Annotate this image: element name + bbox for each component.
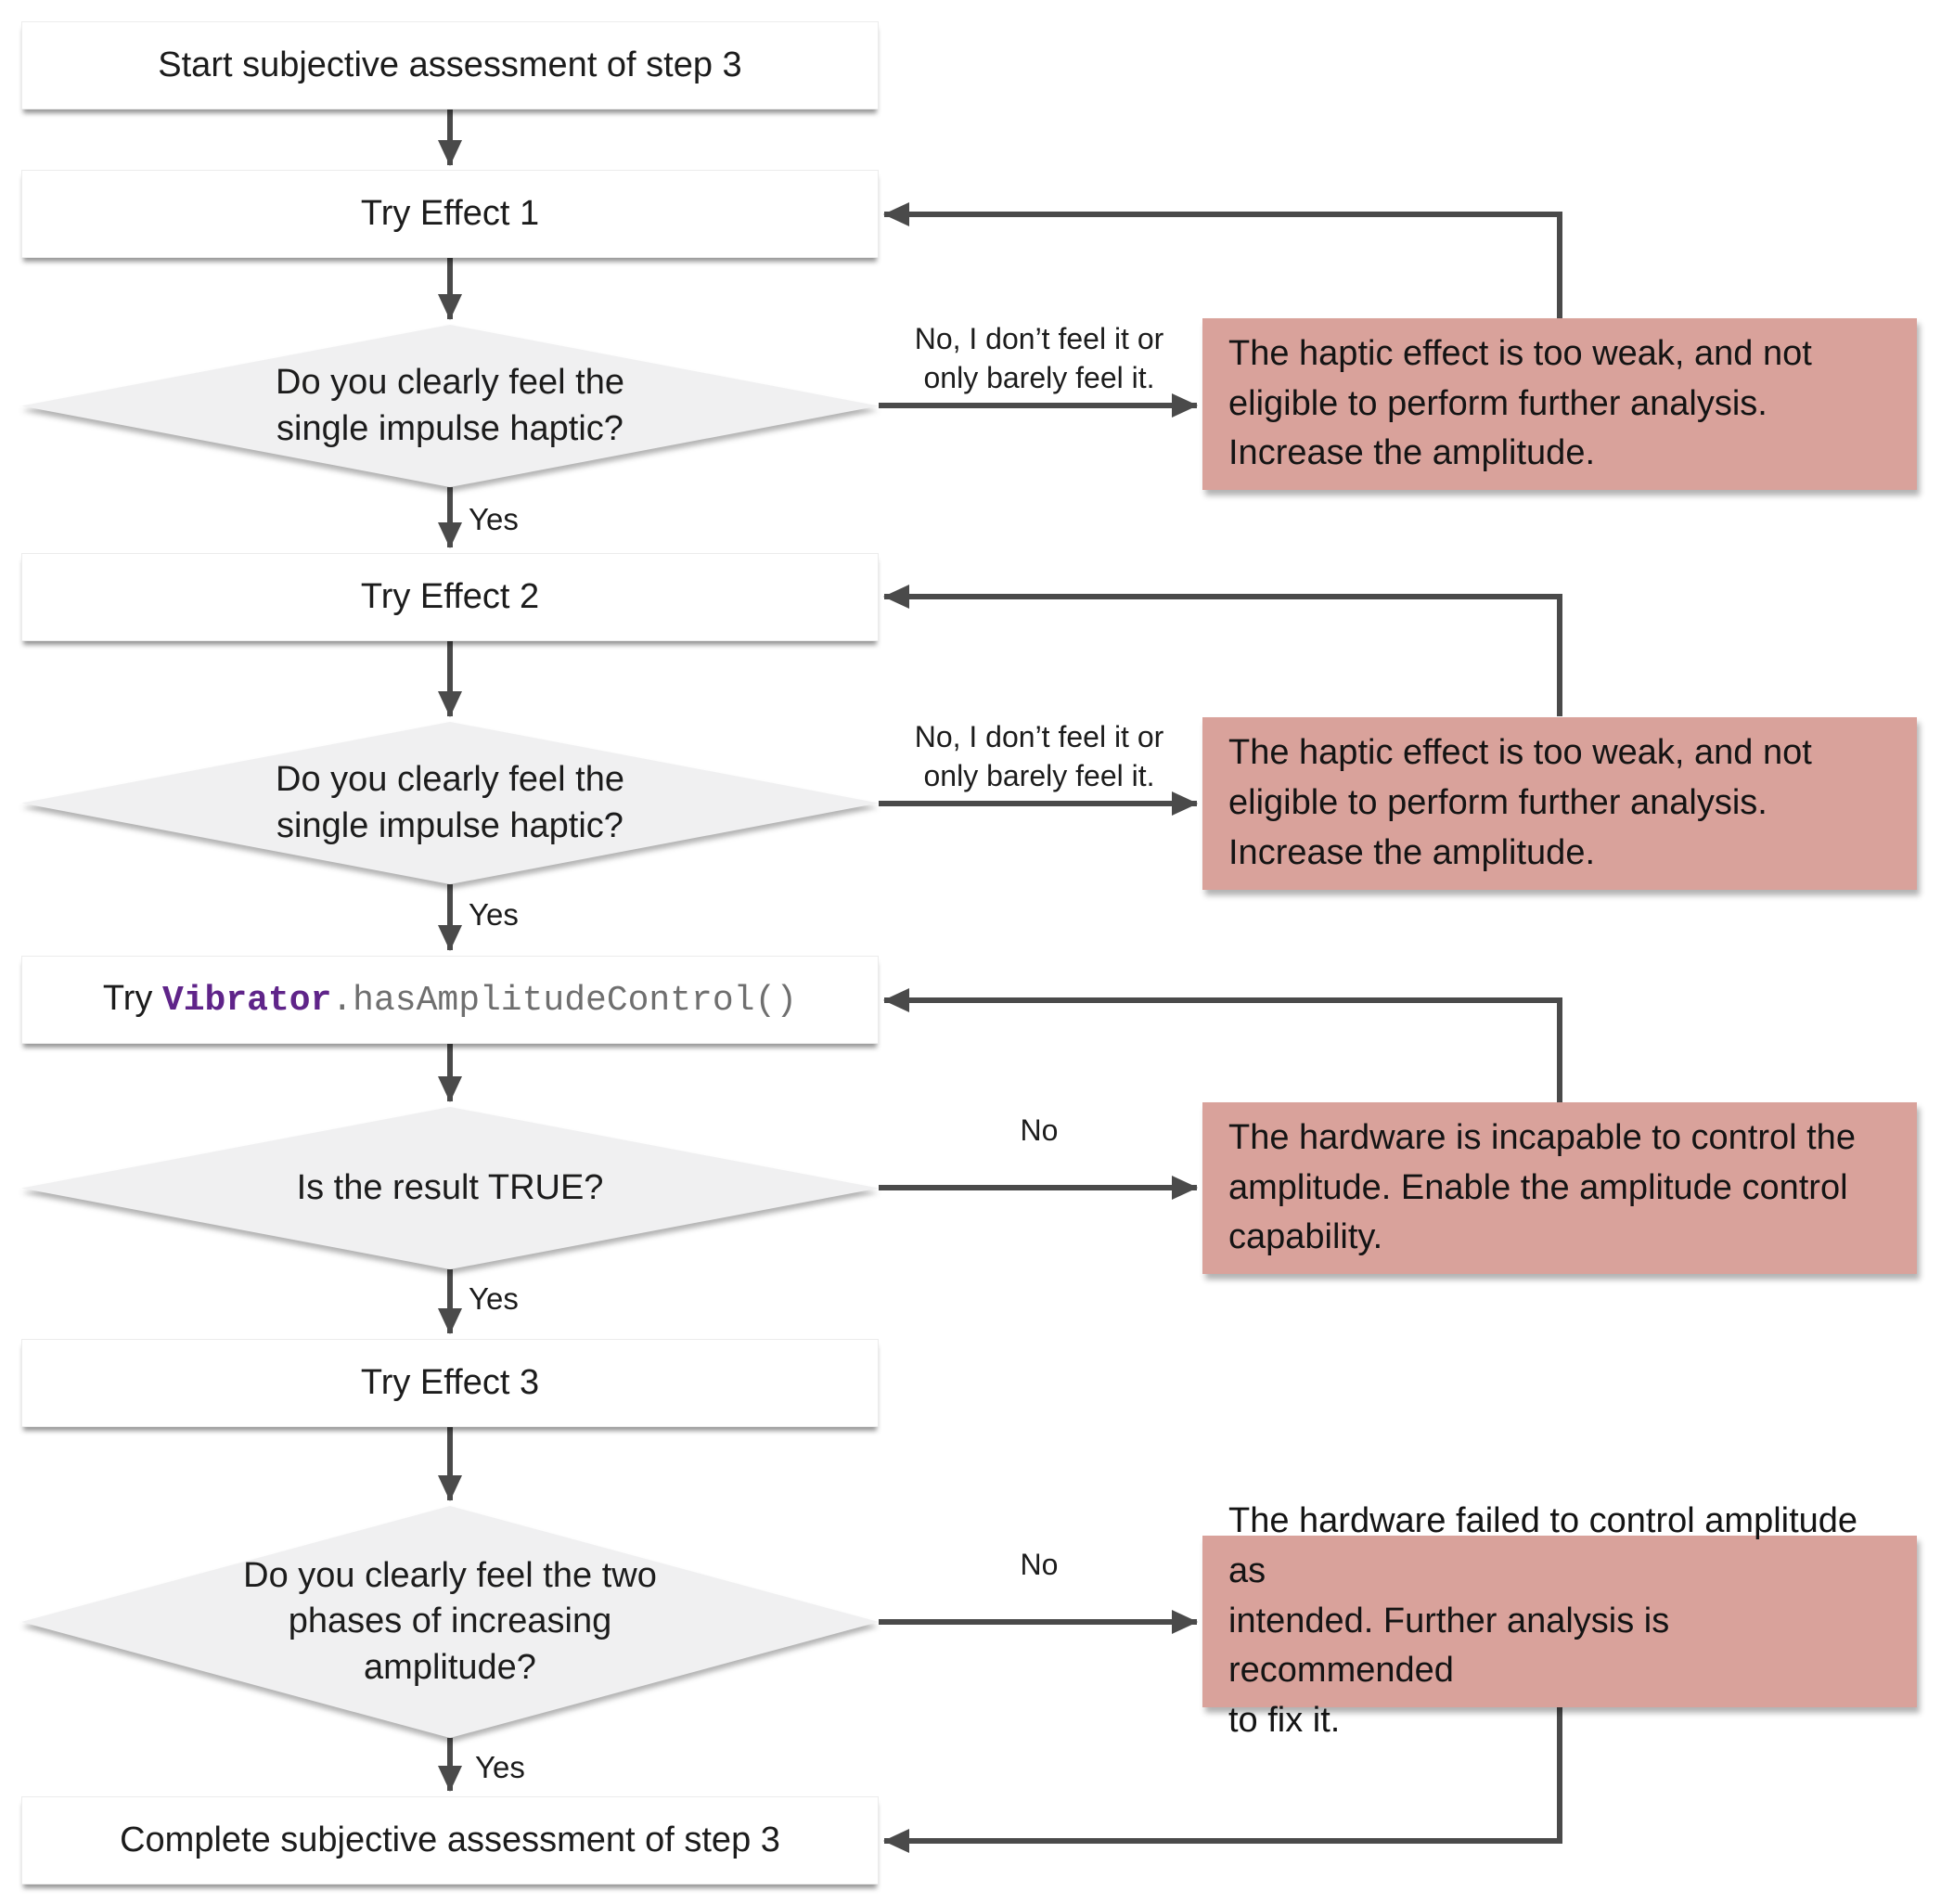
error-box-incapable-hardware: The hardware is incapable to control the… (1202, 1102, 1917, 1274)
complete-node: Complete subjective assessment of step 3 (21, 1796, 879, 1885)
api-method-name: .hasAmplitudeControl() (331, 980, 798, 1021)
edge-label-no-feel-1: No, I don’t feel it or only barely feel … (914, 322, 1164, 394)
api-call-prefix: Try (102, 978, 162, 1018)
api-call-text: Try Vibrator.hasAmplitudeControl() (103, 976, 797, 1023)
start-node: Start subjective assessment of step 3 (21, 21, 879, 109)
error-box-too-weak-2: The haptic effect is too weak, and not e… (1202, 717, 1917, 890)
decision-4-two-phases: Do you clearly feel the two phases of in… (21, 1506, 879, 1738)
decision-3-wrap: Is the result TRUE? (21, 1107, 879, 1269)
edge-label-yes-4: Yes (475, 1750, 525, 1784)
try-effect-1-node: Try Effect 1 (21, 170, 879, 258)
edge-label-no-4: No (1020, 1548, 1059, 1581)
try-effect-3-node: Try Effect 3 (21, 1339, 879, 1427)
decision-1-single-impulse: Do you clearly feel the single impulse h… (21, 325, 879, 487)
try-amplitude-api-node: Try Vibrator.hasAmplitudeControl() (21, 956, 879, 1044)
error-box-too-weak-1: The haptic effect is too weak, and not e… (1202, 318, 1917, 490)
decision-4-wrap: Do you clearly feel the two phases of in… (21, 1506, 879, 1738)
decision-2-wrap: Do you clearly feel the single impulse h… (21, 722, 879, 884)
edge-label-yes-3: Yes (469, 1281, 519, 1316)
edge-label-no-feel-2: No, I don’t feel it or only barely feel … (914, 720, 1164, 792)
decision-2-single-impulse: Do you clearly feel the single impulse h… (21, 722, 879, 884)
try-effect-2-node: Try Effect 2 (21, 553, 879, 641)
edge-label-yes-1: Yes (469, 502, 519, 536)
loop-error2-to-try2 (883, 585, 1562, 716)
edge-label-yes-2: Yes (469, 897, 519, 932)
decision-3-result-true: Is the result TRUE? (21, 1107, 879, 1269)
loop-error3-to-api (883, 988, 1562, 1102)
loop-error1-to-try1 (883, 202, 1562, 318)
api-class-name: Vibrator (161, 980, 332, 1021)
edge-label-no-3: No (1020, 1113, 1059, 1147)
decision-1-wrap: Do you clearly feel the single impulse h… (21, 325, 879, 487)
error-box-failed-control: The hardware failed to control amplitude… (1202, 1501, 1917, 1740)
